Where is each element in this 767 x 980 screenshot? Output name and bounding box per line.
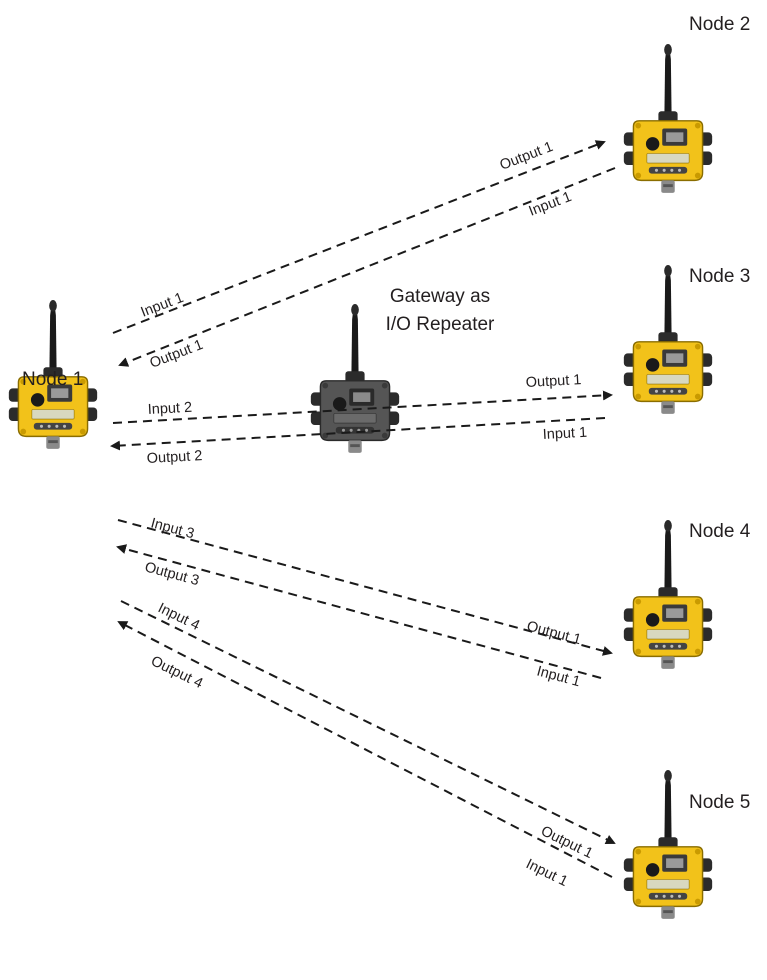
link-node4-to-node1: [116, 544, 602, 679]
link-label-node3-input1: Input 1: [542, 425, 587, 443]
link-label-node2-output1: Output 1: [498, 139, 556, 174]
node5-label: Node 5: [689, 792, 750, 813]
link-label-node5-input1: Input 1: [523, 856, 570, 890]
node3-device-image: [623, 264, 713, 415]
link-label-node1-input1: Input 1: [139, 290, 186, 321]
link-label-node1-input3: Input 3: [149, 515, 196, 542]
link-node1-to-node5: [120, 600, 616, 844]
link-node1-to-node2-upper: [112, 140, 606, 334]
node4-device-image: [623, 519, 713, 670]
link-label-node3-output1: Output 1: [525, 372, 581, 391]
link-label-node4-input1: Input 1: [535, 663, 582, 690]
gateway-title-line2: I/O Repeater: [386, 314, 495, 335]
node1-label: Node 1: [22, 369, 83, 390]
node4-label: Node 4: [689, 521, 751, 542]
link-node3-to-node1: [110, 417, 606, 451]
link-node1-to-node4: [117, 519, 613, 656]
node3-label: Node 3: [689, 266, 750, 287]
link-label-node1-output2: Output 2: [146, 448, 202, 467]
link-node2-to-node1-upper: [118, 167, 616, 367]
gateway-title-line1: Gateway as: [390, 286, 490, 307]
node2-device-image: [623, 43, 713, 194]
link-label-node2-input1: Input 1: [527, 189, 574, 220]
node2-label: Node 2: [689, 14, 750, 35]
link-node5-to-node1: [117, 621, 613, 878]
link-label-node1-input2: Input 2: [147, 400, 192, 418]
link-label-node1-output4: Output 4: [148, 653, 205, 692]
link-node1-to-node3: [112, 390, 613, 424]
link-label-node4-output1: Output 1: [525, 618, 583, 648]
link-label-node1-output3: Output 3: [143, 559, 201, 589]
